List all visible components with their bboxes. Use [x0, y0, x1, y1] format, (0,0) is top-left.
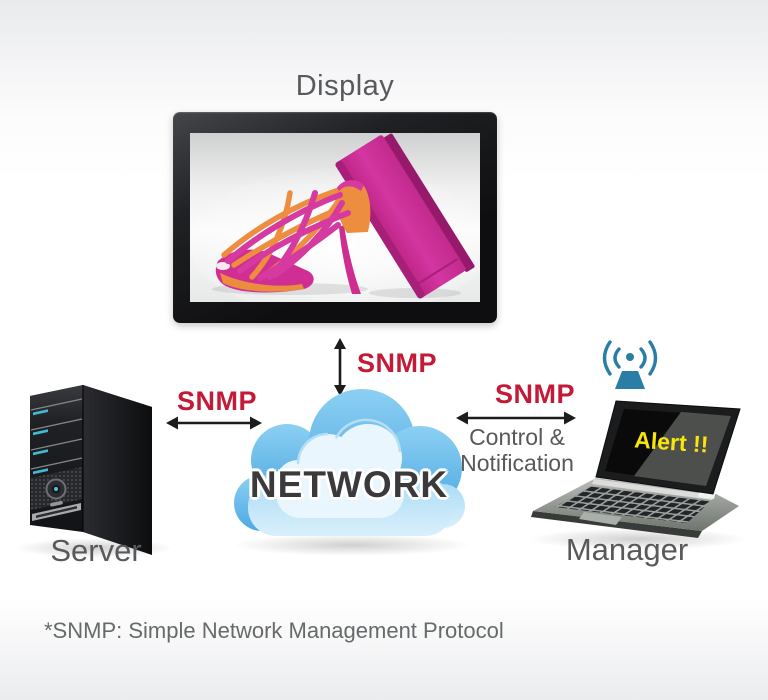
- server-label: Server: [50, 533, 142, 568]
- notification-line: Notification: [460, 450, 574, 476]
- control-line: Control &: [469, 424, 565, 450]
- snmp-label-manager: SNMP: [494, 379, 575, 409]
- cloud-shadow: [232, 534, 472, 556]
- shoe-and-clutch-image: [190, 133, 480, 302]
- display-label: Display: [295, 70, 395, 102]
- arrow-manager-network-icon: [456, 411, 576, 425]
- snmp-label-server: SNMP: [177, 386, 258, 416]
- manager-label: Manager: [565, 532, 689, 567]
- network-cloud-icon: [234, 389, 465, 536]
- monitor-screen: [190, 133, 480, 302]
- laptop-icon: Alert !!: [531, 400, 741, 538]
- wireless-antenna-icon: [602, 340, 658, 389]
- control-notification-label: Control & Notification: [437, 424, 597, 476]
- alert-text: Alert !!: [633, 426, 709, 457]
- arrow-display-network-icon: [334, 338, 346, 396]
- snmp-label-display: SNMP: [357, 348, 438, 378]
- footnote: *SNMP: Simple Network Management Protoco…: [44, 618, 504, 643]
- display-monitor-icon: [173, 112, 497, 323]
- arrow-server-network-icon: [166, 416, 262, 430]
- network-label: NETWORK: [249, 464, 449, 505]
- server-tower-icon: [30, 385, 152, 555]
